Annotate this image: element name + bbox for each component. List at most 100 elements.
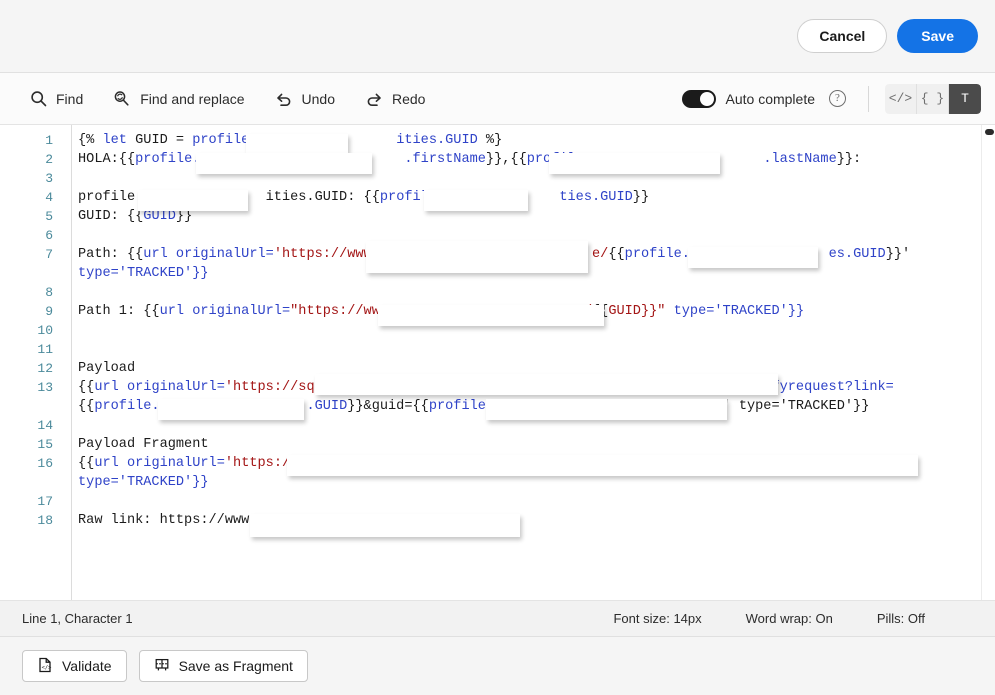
redaction-line2a	[196, 153, 372, 174]
status-right-group: Font size: 14px Word wrap: On Pills: Off	[613, 611, 973, 626]
code-line[interactable]	[78, 283, 995, 302]
editor-status-bar: Line 1, Character 1 Font size: 14px Word…	[0, 601, 995, 637]
code-token: }}	[632, 190, 650, 205]
save-button[interactable]: Save	[897, 19, 978, 53]
code-token: e/	[592, 247, 609, 262]
code-token: {{	[78, 456, 95, 471]
code-line[interactable]: Path: {{url originalUrl='https://www.r e…	[78, 245, 995, 264]
redaction-line4a	[138, 190, 248, 211]
code-token: .firstName	[404, 152, 486, 167]
code-token: %}	[477, 133, 503, 148]
code-line[interactable]	[78, 492, 995, 511]
code-token: url	[143, 247, 168, 262]
line-number-1: 1	[45, 133, 53, 148]
redaction-line13a	[315, 374, 778, 395]
code-line[interactable]: Payload	[78, 359, 995, 378]
code-token: type='TRACKED'}}	[78, 266, 209, 281]
find-button[interactable]: Find	[22, 84, 95, 113]
undo-icon	[275, 90, 293, 107]
bottom-action-bar: </> Validate Save as Fragment	[0, 637, 995, 695]
code-line[interactable]: {{profile._ .GUID}}&guid={{profile._ }}'…	[78, 397, 995, 416]
cancel-button[interactable]: Cancel	[797, 19, 888, 53]
pills-status: Pills: Off	[876, 611, 925, 626]
code-token: HOLA:	[78, 152, 119, 167]
line-number-11: 11	[37, 342, 53, 357]
code-token: .lastName	[763, 152, 837, 167]
code-token: Path:	[78, 247, 127, 262]
word-wrap-status: Word wrap: On	[745, 611, 833, 626]
undo-label: Undo	[301, 90, 335, 107]
redaction-line13b	[158, 399, 304, 420]
code-line[interactable]: {% let GUID = profile._ ities.GUID %}	[78, 131, 995, 150]
line-number-13: 13	[37, 380, 53, 395]
line-number-wrap	[0, 397, 71, 416]
validate-icon: </>	[37, 657, 53, 676]
line-number-15: 15	[37, 437, 53, 452]
save-as-fragment-button[interactable]: Save as Fragment	[138, 650, 308, 682]
code-token: .GUID	[306, 399, 348, 414]
vertical-scrollbar[interactable]	[981, 125, 995, 600]
code-token: }}:	[836, 152, 862, 167]
code-token: url	[94, 380, 119, 395]
code-token: {{	[78, 380, 95, 395]
code-token: {{	[510, 152, 527, 167]
code-line[interactable]: profile._ ities.GUID: {{profile._ ties.G…	[78, 188, 995, 207]
redaction-line13c	[486, 399, 727, 420]
line-number-4: 4	[45, 190, 53, 205]
fragment-icon	[154, 657, 170, 676]
line-number-wrap	[0, 264, 71, 283]
line-number-wrap	[0, 473, 71, 492]
code-token: profile._	[624, 247, 699, 262]
undo-button[interactable]: Undo	[267, 84, 347, 113]
validate-button[interactable]: </> Validate	[22, 650, 127, 682]
code-token: }}"	[640, 304, 666, 319]
find-and-replace-button[interactable]: Find and replace	[105, 84, 256, 113]
code-token: {{	[78, 399, 95, 414]
code-line[interactable]: type='TRACKED'}}	[78, 264, 995, 283]
code-token: let	[102, 133, 127, 148]
code-token: GUID:	[78, 209, 127, 224]
code-token: {{	[118, 152, 136, 167]
autocomplete-group: Auto complete ?	[681, 89, 846, 108]
code-token: Payload Fragment	[78, 437, 209, 452]
code-view-button[interactable]: </>	[885, 83, 917, 114]
toggle-knob	[699, 91, 714, 106]
code-line[interactable]: GUID: {{GUID}}	[78, 207, 995, 226]
code-token: ities.GUID	[396, 133, 478, 148]
code-line[interactable]: Raw link: https://www.r	[78, 511, 995, 530]
code-token: {{	[363, 190, 380, 205]
json-view-button[interactable]: { }	[917, 83, 949, 114]
code-token: }},	[485, 152, 511, 167]
code-token: Path 1:	[78, 304, 144, 319]
code-token: ities.GUID:	[265, 190, 364, 205]
code-token: GUID	[143, 209, 176, 224]
redaction-line7b	[688, 247, 818, 268]
scrollbar-thumb[interactable]	[985, 129, 994, 135]
code-token: profile._	[135, 152, 209, 167]
autocomplete-toggle[interactable]	[681, 89, 716, 108]
code-token: originalUrl=	[118, 380, 225, 395]
code-line[interactable]	[78, 340, 995, 359]
code-line[interactable]: {{url originalUrl='https://	[78, 454, 995, 473]
svg-text:</>: </>	[42, 665, 52, 671]
cursor-position: Line 1, Character 1	[22, 611, 133, 626]
redo-button[interactable]: Redo	[357, 84, 437, 113]
code-line[interactable]: type='TRACKED'}}	[78, 473, 995, 492]
find-replace-label: Find and replace	[140, 90, 245, 107]
code-token: es.GUID	[828, 247, 886, 262]
help-icon[interactable]: ?	[829, 90, 846, 107]
code-token: originalUrl=	[118, 456, 225, 471]
code-token: ties.GUID	[559, 190, 633, 205]
toolbar-divider	[868, 85, 869, 112]
text-view-button[interactable]: T	[949, 83, 981, 114]
code-token: GUID	[608, 304, 641, 319]
code-line[interactable]: Payload Fragment	[78, 435, 995, 454]
code-token: Payload	[78, 361, 136, 376]
redo-icon	[365, 90, 383, 107]
code-token: Raw link: https://www.r	[78, 513, 266, 528]
redaction-line2b	[549, 153, 720, 174]
code-token: }}	[175, 209, 193, 224]
line-number-17: 17	[37, 494, 53, 509]
